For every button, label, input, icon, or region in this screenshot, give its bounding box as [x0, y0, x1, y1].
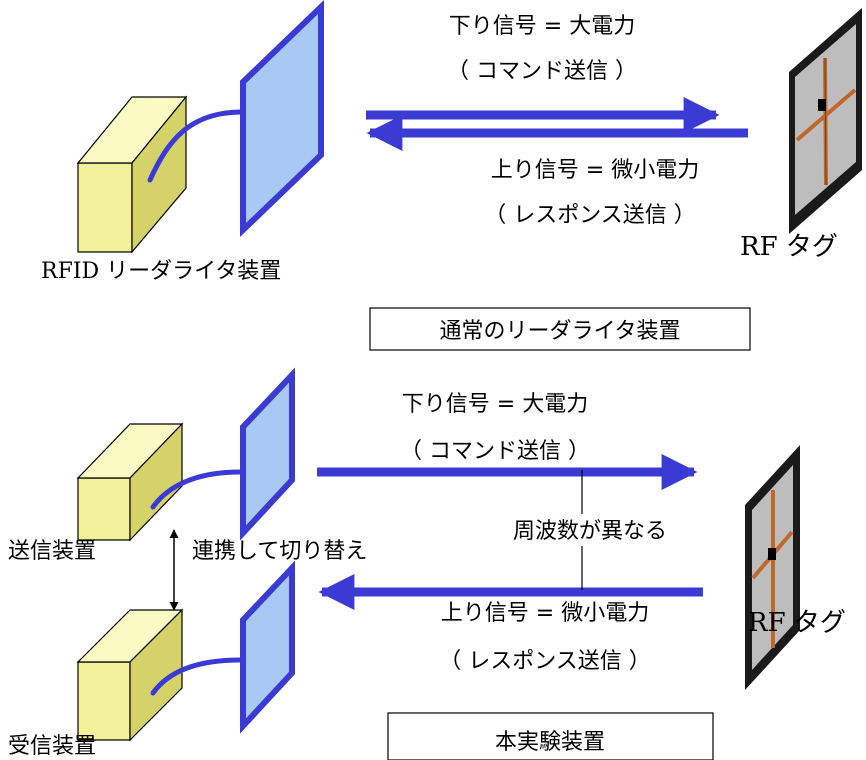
uplink-sub-bottom: （ レスポンス送信 ） [439, 649, 651, 674]
caption-top: 通常のリーダライタ装置 [439, 319, 680, 344]
downlink-label-bottom: 下り信号 = 大電力 [402, 392, 588, 417]
caption-box-bottom [387, 712, 714, 760]
tag-label-top: RF タグ [740, 232, 838, 262]
receiver-cable [150, 657, 243, 696]
link-label: 連携して切り替え [192, 539, 367, 564]
uplink-label-bottom: 上り信号 = 微小電力 [441, 601, 649, 626]
transmitter-antenna [240, 367, 295, 541]
receiver-box [76, 608, 184, 742]
downlink-label: 下り信号 = 大電力 [449, 14, 635, 39]
downlink-sub: （ コマンド送信 ） [447, 59, 637, 84]
tag-label-bottom: RF タグ [748, 608, 846, 638]
rf-tag-bottom [745, 445, 800, 690]
caption-box-top [369, 307, 751, 351]
uplink-sub: （ レスポンス送信 ） [484, 203, 696, 228]
frequency-note: 周波数が異なる [513, 519, 667, 544]
downlink-sub-bottom: （ コマンド送信 ） [400, 439, 590, 464]
receiver-label: 受信装置 [8, 734, 96, 759]
reader-writer-box [76, 95, 188, 254]
rf-tag [789, 8, 862, 234]
reader-cable [147, 109, 245, 183]
reader-antenna [240, 0, 324, 238]
transmitter-label: 送信装置 [8, 539, 96, 564]
reader-label: RFID リーダライタ装置 [41, 259, 281, 284]
receiver-antenna [240, 560, 295, 734]
uplink-label: 上り信号 = 微小電力 [491, 158, 699, 183]
transmitter-cable [150, 469, 243, 510]
transmitter-box [76, 422, 184, 542]
frequency-note-bg [490, 514, 690, 546]
caption-bottom: 本実験装置 [495, 730, 605, 755]
